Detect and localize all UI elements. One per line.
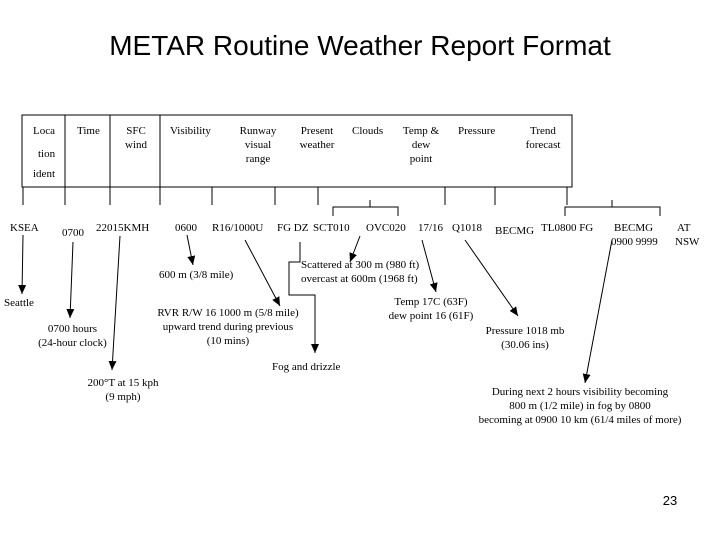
annotation-rvr-line-3: (10 mins) (206, 335, 250, 347)
code-becmg-1: BECMG (495, 225, 535, 237)
header-location-loca: Loca (33, 125, 55, 137)
code-becmg-2-detail: 0900 9999 (611, 236, 658, 248)
annotation-trend-line-1: During next 2 hours visibility becoming (491, 386, 669, 398)
annotation-temp: Temp 17C (63F) dew point 16 (61F) (376, 295, 486, 323)
annotation-wind-line-2: (9 mph) (105, 391, 141, 403)
annotation-pressure-line-2: (30.06 ins) (501, 339, 549, 351)
code-nsw: NSW (675, 236, 700, 248)
annotation-clouds: Scattered at 300 m (980 ft) overcast at … (301, 258, 419, 286)
slide-title: METAR Routine Weather Report Format (109, 30, 611, 61)
annotation-clouds-line-1: Scattered at 300 m (980 ft) (301, 259, 420, 271)
header-runway: Runway visual range (239, 125, 277, 165)
annotation-rvr-line-1: RVR R/W 16 1000 m (5/8 mile) (157, 307, 299, 319)
code-wind: 22015KMH (96, 222, 150, 234)
annotation-wind-line-1: 200°T at 15 kph (87, 377, 159, 389)
annotation-trend: During next 2 hours visibility becoming … (462, 385, 698, 427)
annotation-temp-line-1: Temp 17C (63F) (394, 296, 468, 308)
code-visibility: 0600 (175, 222, 197, 234)
header-sfc-wind: SFC wind (125, 125, 147, 151)
code-time: 0700 (62, 227, 84, 239)
header-clouds: Clouds (352, 125, 384, 137)
code-qnh: Q1018 (452, 222, 482, 234)
annotation-time-line-1: 0700 hours (47, 323, 98, 335)
code-rvr: R16/1000U (212, 222, 264, 234)
code-tl: TL0800 FG (541, 222, 594, 234)
annotation-seattle: Seattle (4, 297, 34, 309)
header-trend: Trend forecast (525, 125, 561, 151)
header-location-tion: tion (38, 148, 56, 160)
code-ovc: OVC020 (366, 222, 406, 234)
code-becmg-2: BECMG (614, 222, 654, 234)
annotation-trend-line-3: becoming at 0900 10 km (61/4 miles of mo… (478, 414, 682, 426)
code-at: AT (677, 222, 691, 234)
header-visibility: Visibility (170, 125, 211, 137)
annotation-trend-line-2: 800 m (1/2 mile) in fog by 0800 (509, 400, 651, 412)
annotation-wind: 200°T at 15 kph (9 mph) (68, 376, 178, 404)
header-location-ident: ident (33, 168, 55, 180)
annotation-pressure-line-1: Pressure 1018 mb (485, 325, 565, 337)
annotation-weather: Fog and drizzle (272, 361, 341, 373)
code-ksea: KSEA (10, 222, 39, 234)
code-temp: 17/16 (418, 222, 444, 234)
annotation-rvr: RVR R/W 16 1000 m (5/8 mile) upward tren… (138, 306, 318, 348)
annotation-temp-line-2: dew point 16 (61F) (388, 310, 474, 322)
annotation-time-line-2: (24-hour clock) (38, 337, 107, 349)
code-sct: SCT010 (313, 222, 350, 234)
annotation-visibility: 600 m (3/8 mile) (159, 269, 234, 281)
annotation-clouds-line-2: overcast at 600m (1968 ft) (301, 273, 418, 285)
annotation-time: 0700 hours (24-hour clock) (25, 322, 120, 350)
header-present-weather: Present weather (299, 125, 335, 151)
header-box (21, 114, 573, 188)
header-time: Time (77, 125, 100, 137)
annotation-rvr-line-2: upward trend during previous (162, 321, 294, 333)
header-temp: Temp & dew point (402, 125, 440, 165)
annotation-pressure: Pressure 1018 mb (30.06 ins) (470, 324, 580, 352)
code-weather: FG DZ (277, 222, 309, 234)
page-number: 23 (662, 493, 678, 508)
header-pressure: Pressure (458, 125, 496, 137)
